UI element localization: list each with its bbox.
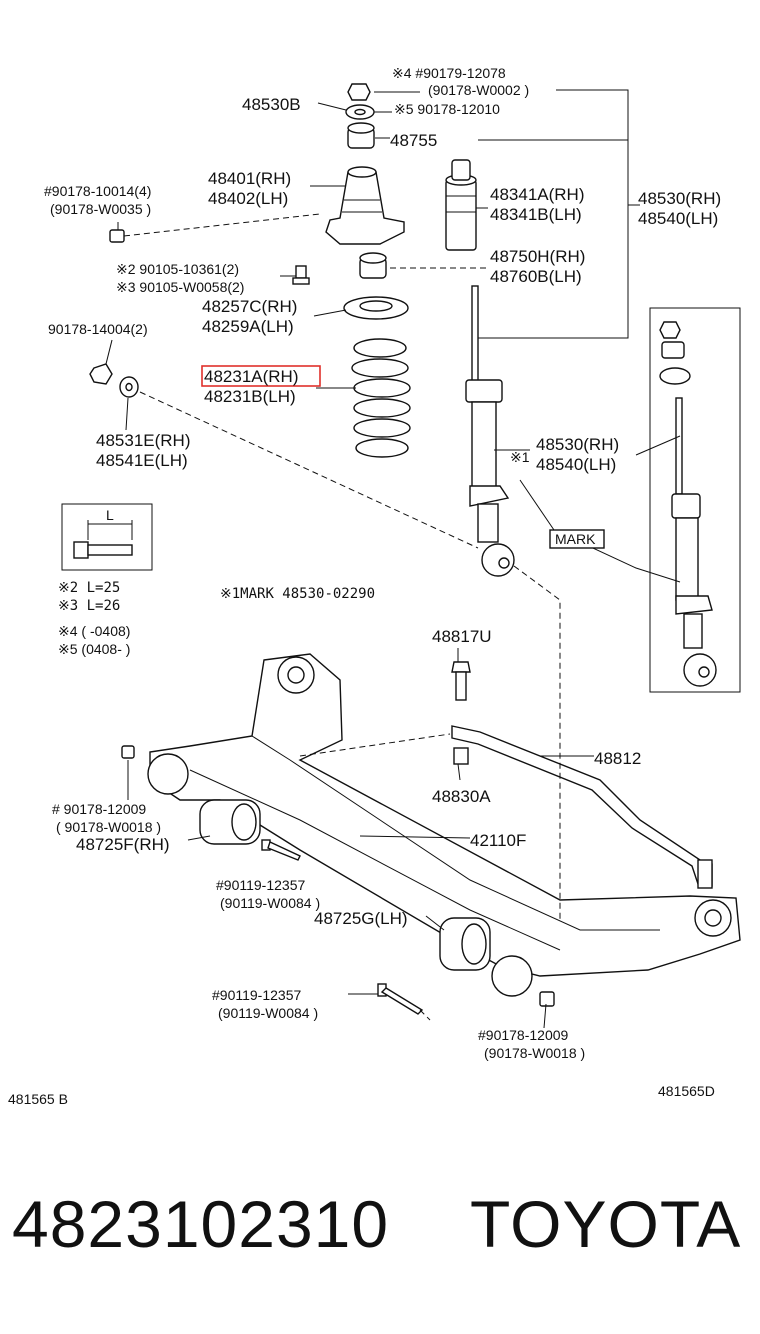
label-n1-mark: ※1 (510, 449, 530, 465)
label-48725G: 48725G(LH) (314, 909, 408, 928)
nut-top (347, 83, 371, 101)
label-note2: ※2 L=25 (58, 580, 120, 596)
label-48259A: 48259A(LH) (202, 317, 294, 336)
nut-90178-12009-left (121, 745, 135, 759)
label-48402: 48402(LH) (208, 189, 288, 208)
label-48530B: 48530B (242, 95, 301, 114)
label-n4-top-alt: (90178-W0002 ) (428, 82, 529, 98)
label-90178-14004: 90178-14004(2) (48, 321, 148, 337)
label-48341A: 48341A(RH) (490, 185, 585, 204)
label-bolt-L: L (106, 507, 114, 523)
label-48750H: 48750H(RH) (490, 247, 585, 266)
label-90119-W0084-a: (90119-W0084 ) (220, 895, 320, 911)
label-note4: ※4 ( -0408) (58, 623, 130, 639)
label-42110F: 42110F (470, 831, 526, 850)
highlight-box (201, 365, 321, 387)
bolt-dimension-icon (73, 520, 133, 559)
washer-48531E (119, 376, 139, 398)
bolt-48817U (451, 661, 471, 701)
label-48817U: 48817U (432, 627, 492, 646)
nut-90178-10014 (109, 229, 125, 243)
label-48530-top: 48530(RH) (638, 189, 721, 208)
shock-absorber-detail (659, 321, 717, 687)
bushing-48725G (439, 917, 491, 971)
label-90178-12009-left: # 90178-12009 (52, 801, 146, 817)
label-90178-W0035: (90178-W0035 ) (50, 201, 151, 217)
bolt-90105 (292, 265, 310, 285)
upper-support-48401 (325, 166, 405, 245)
label-48401: 48401(RH) (208, 169, 291, 188)
parts-diagram: ※4 #90179-12078 (90178-W0002 ) ※5 90178-… (8, 65, 741, 1107)
label-90119-12357-a: #90119-12357 (216, 877, 305, 893)
label-48755: 48755 (390, 131, 437, 150)
label-n2-bolt: ※2 90105-10361(2) (116, 261, 239, 277)
clamp-48830A (453, 747, 469, 765)
label-90178-W0018-left: ( 90178-W0018 ) (56, 819, 161, 835)
label-48541E: 48541E(LH) (96, 451, 188, 470)
label-48530-mid: 48530(RH) (536, 435, 619, 454)
label-90178-12009-right: #90178-12009 (478, 1027, 569, 1043)
label-mark-note: ※1MARK 48530-02290 (220, 586, 375, 602)
label-note5: ※5 (0408- ) (58, 641, 130, 657)
spring-seat-48257 (343, 296, 409, 320)
label-48231A: 48231A(RH) (204, 367, 299, 386)
label-n5-top: ※5 90178-12010 (394, 101, 500, 117)
mark-box (549, 529, 605, 549)
label-48341B: 48341B(LH) (490, 205, 582, 224)
bushing-48755 (347, 122, 375, 149)
label-48760B: 48760B(LH) (490, 267, 582, 286)
axle-beam-42110F (147, 653, 741, 997)
bolt-90119-a (261, 839, 301, 861)
brand-name: TOYOTA (470, 1187, 742, 1261)
label-code-right: 481565D (658, 1083, 715, 1099)
bushing-48725F (199, 799, 261, 845)
label-48540-top: 48540(LH) (638, 209, 718, 228)
label-48531E: 48531E(RH) (96, 431, 191, 450)
label-n3-bolt: ※3 90105-W0058(2) (116, 279, 244, 295)
coil-spring-48231 (351, 338, 411, 458)
nut-90178-14004 (89, 363, 113, 385)
label-48257C: 48257C(RH) (202, 297, 297, 316)
label-note3: ※3 L=26 (58, 598, 120, 614)
washer-48530B (345, 104, 375, 120)
nut-90178-12009-right (539, 991, 555, 1007)
bolt-90119-b (377, 983, 424, 1015)
label-48231B: 48231B(LH) (204, 387, 296, 406)
label-48725F: 48725F(RH) (76, 835, 170, 854)
label-48540-mid: 48540(LH) (536, 455, 616, 474)
label-mark: MARK (555, 531, 596, 547)
label-code-left: 481565 B (8, 1091, 68, 1107)
label-90119-12357-b: #90119-12357 (212, 987, 301, 1003)
part-number: 4823102310 (12, 1187, 390, 1261)
bound-stopper-48341 (445, 159, 477, 251)
shock-absorber-48530 (465, 285, 515, 577)
label-90119-W0084-b: (90119-W0084 ) (218, 1005, 318, 1021)
label-90178-W0018-right: (90178-W0018 ) (484, 1045, 585, 1061)
label-48830A: 48830A (432, 787, 491, 806)
label-90178-10014: #90178-10014(4) (44, 183, 151, 199)
stabilizer-bar-48812 (451, 725, 713, 889)
label-n4-top: ※4 #90179-12078 (392, 65, 506, 81)
label-48812: 48812 (594, 749, 641, 768)
spring-bumper-48750 (359, 252, 387, 279)
